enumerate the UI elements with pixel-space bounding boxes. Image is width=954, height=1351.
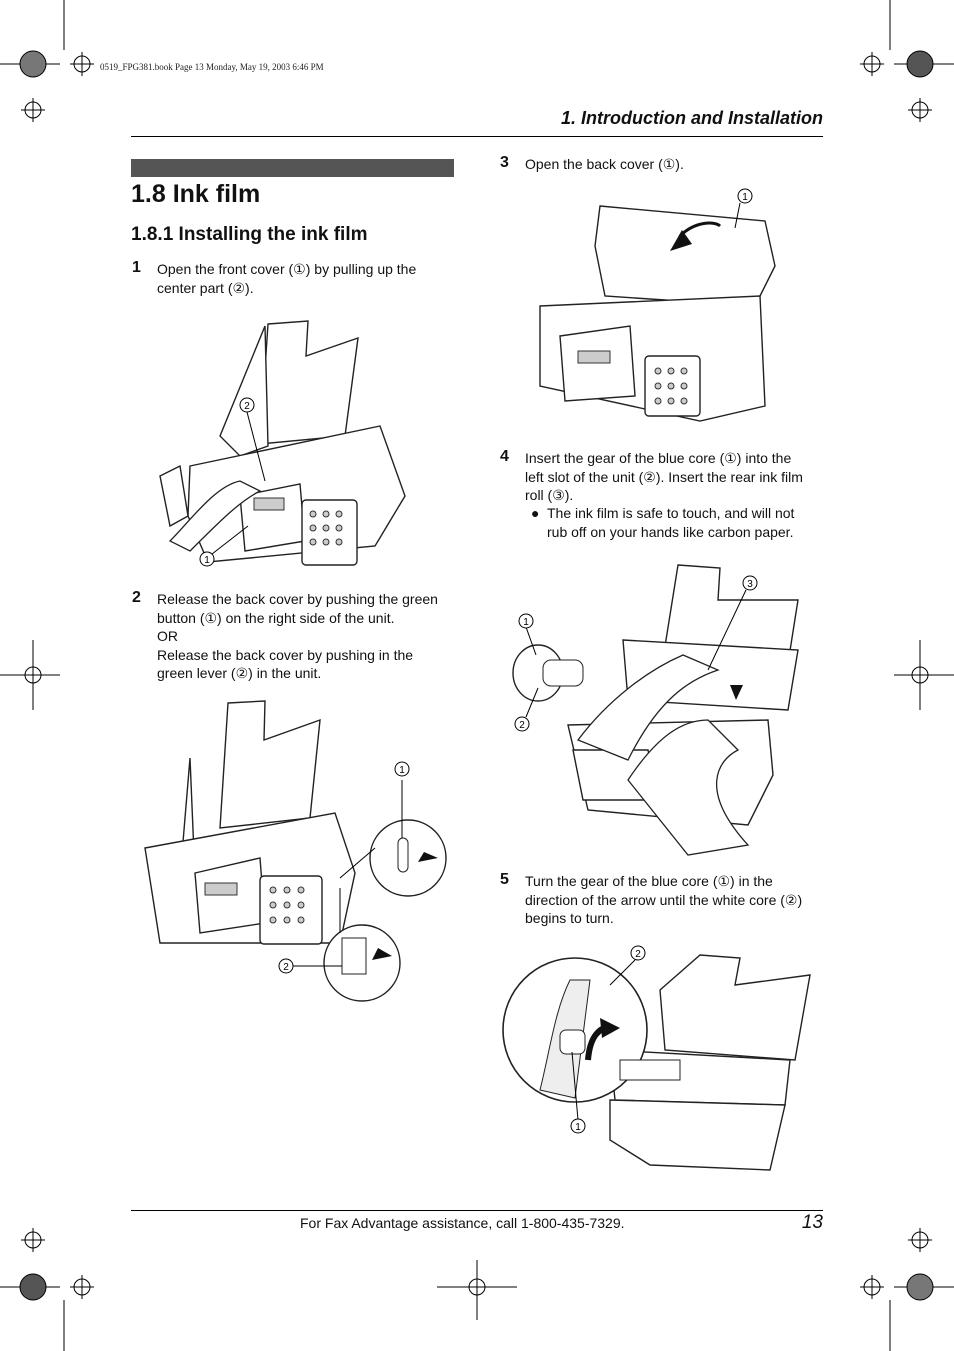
section-bar (131, 159, 454, 177)
book-slug: 0519_FPG381.book Page 13 Monday, May 19,… (100, 62, 324, 72)
step-line: Turn the gear of the blue core (①) in th… (525, 873, 773, 889)
step-number: 1 (132, 259, 141, 276)
step-line: begins to turn. (525, 910, 614, 926)
callout-label: 2 (244, 401, 250, 412)
figure-insert-ink-film: 1 2 3 (512, 564, 799, 856)
callout-label: 1 (523, 617, 529, 628)
callout-label: 1 (575, 1122, 581, 1133)
step-line: left slot of the unit (②). Insert the re… (525, 468, 803, 485)
step-line: center part (②). (157, 279, 254, 296)
note-line: The ink film is safe to touch, and will … (547, 505, 795, 521)
step-line: Open the front cover (①) by pulling up t… (157, 261, 417, 277)
page-number: 13 (801, 1212, 823, 1233)
header-rule (131, 136, 823, 137)
chapter-header: 1. Introduction and Installation (560, 108, 823, 128)
figure-open-back-cover: 1 (539, 188, 776, 422)
step-4-note: ● The ink film is safe to touch, and wil… (531, 504, 831, 541)
step-3-text: Open the back cover (①). (525, 155, 684, 174)
step-number: 5 (500, 871, 509, 888)
step-line: Open the back cover (①). (525, 156, 684, 172)
figure-open-front-cover: 2 1 (159, 320, 406, 567)
callout-label: 2 (635, 949, 641, 960)
step-line: Insert the gear of the blue core (①) int… (525, 450, 792, 466)
callout-label: 1 (742, 192, 748, 203)
callout-label: 3 (747, 579, 753, 590)
step-line: Release the back cover by pushing in the (157, 646, 414, 663)
bullet-icon: ● (531, 505, 540, 521)
step-line: roll (③). (525, 487, 574, 503)
callout-label: 1 (399, 765, 405, 776)
step-2-text: Release the back cover by pushing the gr… (157, 590, 438, 683)
subsection-title: 1.8.1 Installing the ink film (131, 224, 368, 245)
note-line: rub off on your hands like carbon paper. (547, 523, 794, 540)
footer-assistance-text: For Fax Advantage assistance, call 1-800… (300, 1215, 625, 1231)
step-5-text: Turn the gear of the blue core (①) in th… (525, 872, 802, 928)
step-number: 2 (132, 589, 141, 606)
callout-label: 2 (519, 720, 525, 731)
step-line: Release the back cover by pushing the gr… (157, 591, 438, 607)
step-number: 4 (500, 448, 509, 465)
section-title: 1.8 Ink film (131, 180, 261, 208)
step-line: green lever (②) in the unit. (157, 665, 322, 681)
step-line: direction of the arrow until the white c… (525, 891, 803, 908)
step-4-text: Insert the gear of the blue core (①) int… (525, 449, 803, 505)
step-number: 3 (500, 154, 509, 171)
figure-release-back-cover: 1 2 (144, 700, 447, 1002)
step-line: OR (157, 628, 178, 644)
step-line: button (①) on the right side of the unit… (157, 609, 395, 626)
footer-rule (131, 1210, 823, 1211)
callout-label: 2 (283, 962, 289, 973)
callout-label: 1 (204, 555, 210, 566)
step-1-text: Open the front cover (①) by pulling up t… (157, 260, 416, 297)
figure-turn-gear: 2 1 (502, 945, 811, 1171)
